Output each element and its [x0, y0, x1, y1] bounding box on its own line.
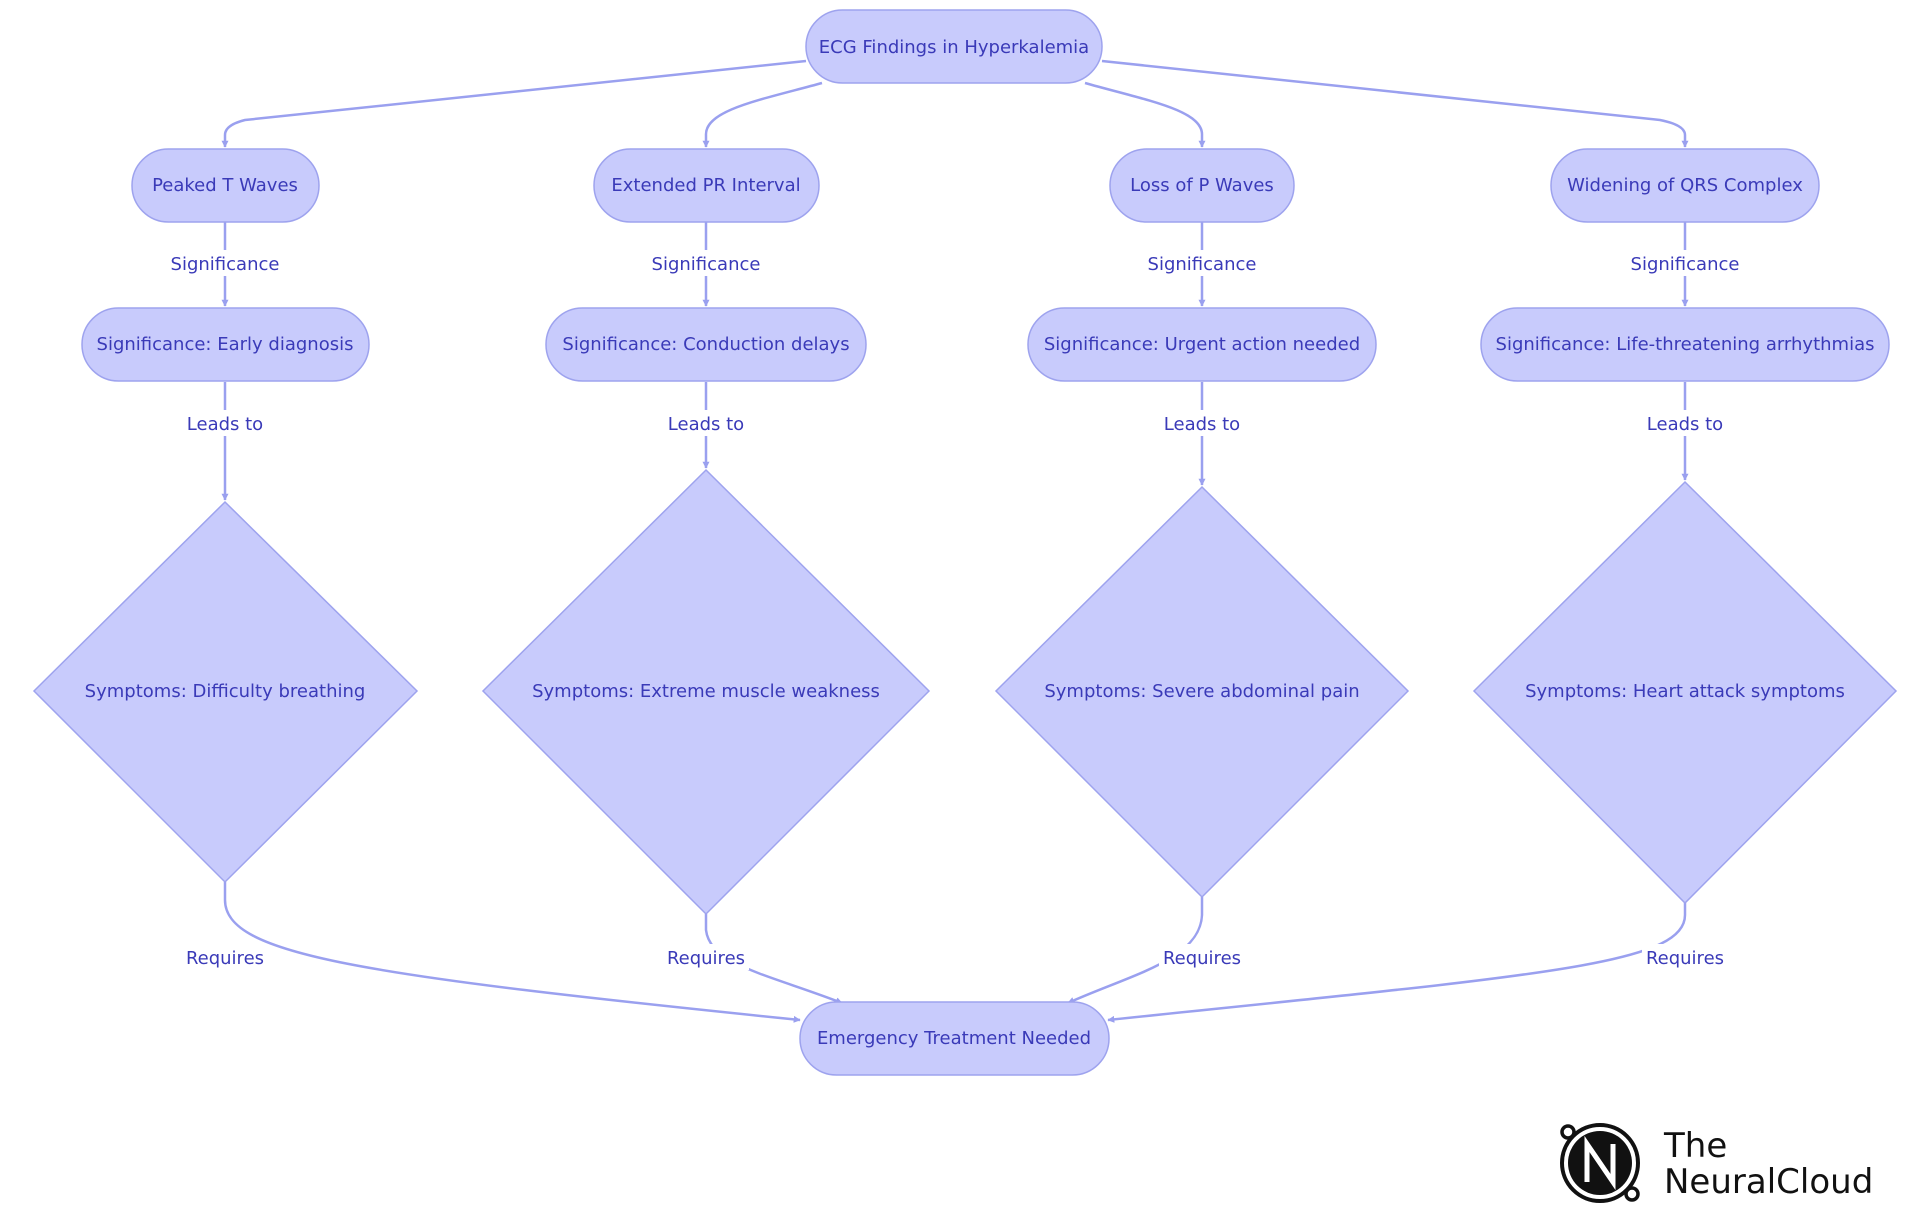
- edge-label-leads-to-3: Leads to: [1159, 410, 1245, 436]
- node-symptom-4-label: Symptoms: Heart attack symptoms: [1525, 681, 1845, 702]
- edge-label-significance-1: Significance: [168, 250, 282, 276]
- edge-label-leads-to-4: Leads to: [1642, 410, 1728, 436]
- node-finding-3-label: Loss of P Waves: [1130, 175, 1274, 196]
- node-symptom-4[interactable]: Symptoms: Heart attack symptoms: [1472, 480, 1898, 905]
- edge-label-requires-3: Requires: [1159, 944, 1245, 970]
- node-symptom-1[interactable]: Symptoms: Difficulty breathing: [32, 500, 419, 884]
- edge-label-requires-1: Requires: [182, 944, 268, 970]
- node-finding-2[interactable]: Extended PR Interval: [593, 148, 820, 223]
- edge-label-text: Requires: [1646, 948, 1724, 969]
- logo-text-line1: The: [1664, 1126, 1728, 1166]
- edge-label-significance-4: Significance: [1628, 250, 1742, 276]
- edge-label-leads-to-1: Leads to: [182, 410, 268, 436]
- edge-root-to-finding-2: [702, 81, 823, 148]
- node-significance-1-label: Significance: Early diagnosis: [97, 334, 354, 355]
- edge-label-text: Significance: [171, 254, 280, 275]
- edge-label-significance-2: Significance: [649, 250, 763, 276]
- node-finding-1[interactable]: Peaked T Waves: [131, 148, 320, 223]
- node-symptom-3-label: Symptoms: Severe abdominal pain: [1044, 681, 1359, 702]
- edge-label-requires-2: Requires: [663, 944, 749, 970]
- neuralcloud-logo: The NeuralCloud: [1556, 1118, 1896, 1208]
- edge-label-text: Leads to: [187, 414, 263, 435]
- edge-label-text: Leads to: [1164, 414, 1240, 435]
- node-finding-3[interactable]: Loss of P Waves: [1109, 148, 1295, 223]
- edge-symptom-1-to-emergency: [223, 882, 801, 1023]
- edge-label-text: Leads to: [1647, 414, 1723, 435]
- edge-label-text: Requires: [667, 948, 745, 969]
- node-emergency-label: Emergency Treatment Needed: [817, 1028, 1091, 1049]
- node-significance-2[interactable]: Significance: Conduction delays: [545, 307, 867, 382]
- node-finding-1-label: Peaked T Waves: [152, 175, 298, 196]
- node-significance-2-label: Significance: Conduction delays: [562, 334, 849, 355]
- edge-label-text: Significance: [652, 254, 761, 275]
- edge-root-to-finding-4: [1101, 59, 1689, 148]
- edge-label-text: Significance: [1148, 254, 1257, 275]
- node-root-label: ECG Findings in Hyperkalemia: [819, 37, 1089, 58]
- node-finding-2-label: Extended PR Interval: [611, 175, 800, 196]
- node-root[interactable]: ECG Findings in Hyperkalemia: [805, 9, 1103, 84]
- edge-label-leads-to-2: Leads to: [663, 410, 749, 436]
- edge-root-to-finding-3: [1084, 81, 1206, 148]
- node-symptom-1-label: Symptoms: Difficulty breathing: [85, 681, 366, 702]
- node-emergency[interactable]: Emergency Treatment Needed: [799, 1001, 1110, 1076]
- node-significance-3-label: Significance: Urgent action needed: [1044, 334, 1360, 355]
- edge-label-text: Requires: [186, 948, 264, 969]
- node-finding-4[interactable]: Widening of QRS Complex: [1550, 148, 1820, 223]
- edge-root-to-finding-1: [221, 59, 807, 148]
- edge-label-significance-3: Significance: [1145, 250, 1259, 276]
- edge-label-text: Leads to: [668, 414, 744, 435]
- node-finding-4-label: Widening of QRS Complex: [1567, 175, 1803, 196]
- node-significance-3[interactable]: Significance: Urgent action needed: [1027, 307, 1377, 382]
- edge-symptom-4-to-emergency: [1107, 903, 1687, 1023]
- edge-label-text: Requires: [1163, 948, 1241, 969]
- logo-text-line2: NeuralCloud: [1664, 1162, 1874, 1202]
- node-significance-4[interactable]: Significance: Life-threatening arrhythmi…: [1480, 307, 1890, 382]
- neuralcloud-n-logo-icon: [1560, 1123, 1640, 1203]
- node-significance-4-label: Significance: Life-threatening arrhythmi…: [1496, 334, 1875, 355]
- node-symptom-3[interactable]: Symptoms: Severe abdominal pain: [994, 485, 1410, 899]
- edge-label-text: Significance: [1631, 254, 1740, 275]
- node-significance-1[interactable]: Significance: Early diagnosis: [81, 307, 370, 382]
- node-symptom-2[interactable]: Symptoms: Extreme muscle weakness: [481, 468, 931, 916]
- edge-label-requires-4: Requires: [1642, 944, 1728, 970]
- node-symptom-2-label: Symptoms: Extreme muscle weakness: [532, 681, 880, 702]
